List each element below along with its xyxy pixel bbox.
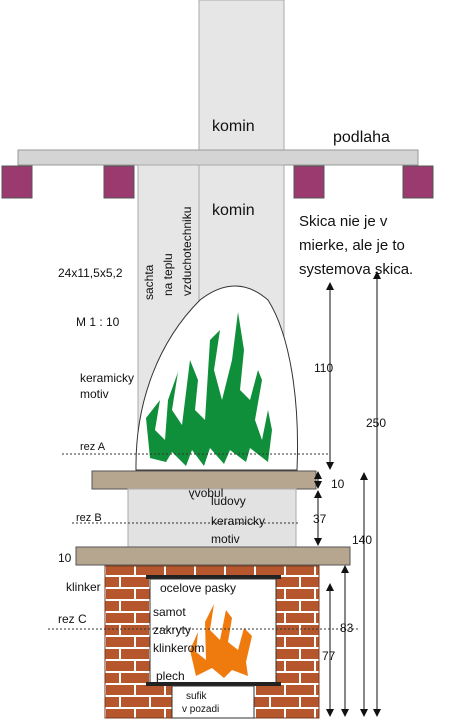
back-box-label-2: v pozadi	[182, 704, 219, 715]
dimension-37: 37	[313, 512, 327, 526]
note-line-2: mierke, ale je to	[299, 237, 405, 254]
folk-motif-mirrored: ludovy	[189, 486, 224, 500]
green-flame-icon	[146, 312, 272, 466]
brick-size-label: 24x11,5x5,2	[58, 266, 123, 280]
chamotte-label-2: zakryty	[153, 623, 191, 637]
floor-joist	[293, 165, 325, 199]
floor-joist	[103, 165, 135, 199]
shaft-label-3: vzduchotechniku	[180, 207, 194, 296]
dimension-140: 140	[352, 533, 372, 547]
chamotte-label-3: klinkerom	[153, 641, 204, 655]
chimney-upper	[198, 0, 285, 153]
dimension-10-top: 10	[331, 477, 345, 491]
chamotte-label-1: samot	[153, 605, 186, 619]
steel-strip	[146, 575, 281, 579]
floor-beam	[17, 149, 419, 166]
floor-joist	[1, 165, 33, 199]
chimney-mid-label: komin	[212, 202, 255, 219]
scale-label: M 1 : 10	[76, 315, 120, 329]
note-line-1: Skica nie je v	[299, 213, 388, 230]
dimension-83: 83	[340, 621, 354, 635]
section-b-label: rez B	[76, 512, 102, 524]
folk-motif-label-2: keramicky	[211, 514, 265, 528]
dimension-110: 110	[314, 361, 333, 375]
section-a-label: rez A	[80, 441, 106, 453]
tin-sheet-label: plech	[156, 669, 185, 683]
klinker-label: klinker	[66, 580, 101, 594]
ceramic-motif-label-2: motiv	[80, 387, 109, 401]
steel-strips-label: ocelove pasky	[160, 581, 236, 595]
dimension-77: 77	[322, 649, 336, 663]
shaft-label-2: na teplu	[161, 253, 175, 296]
ceramic-motif-label-1: keramicky	[80, 371, 134, 385]
section-c-label: rez C	[58, 612, 87, 626]
folk-motif-label-1: ludovy	[211, 494, 246, 508]
back-box-label-1: sufik	[186, 691, 208, 702]
dimension-250: 250	[366, 416, 386, 430]
note-line-3: systemova skica.	[299, 261, 413, 278]
chimney-top-label: komin	[212, 118, 255, 135]
folk-motif-label-3: motiv	[211, 532, 240, 546]
tin-sheet	[146, 682, 281, 686]
back-box	[171, 685, 255, 719]
orange-flame-icon	[190, 604, 252, 678]
dimension-lines	[314, 271, 381, 717]
lower-shelf	[75, 546, 351, 566]
floor-joist	[402, 165, 434, 199]
shaft-label-1: sachta	[142, 264, 156, 300]
floor-label: podlaha	[333, 129, 390, 146]
dimension-10-left: 10	[58, 551, 72, 565]
